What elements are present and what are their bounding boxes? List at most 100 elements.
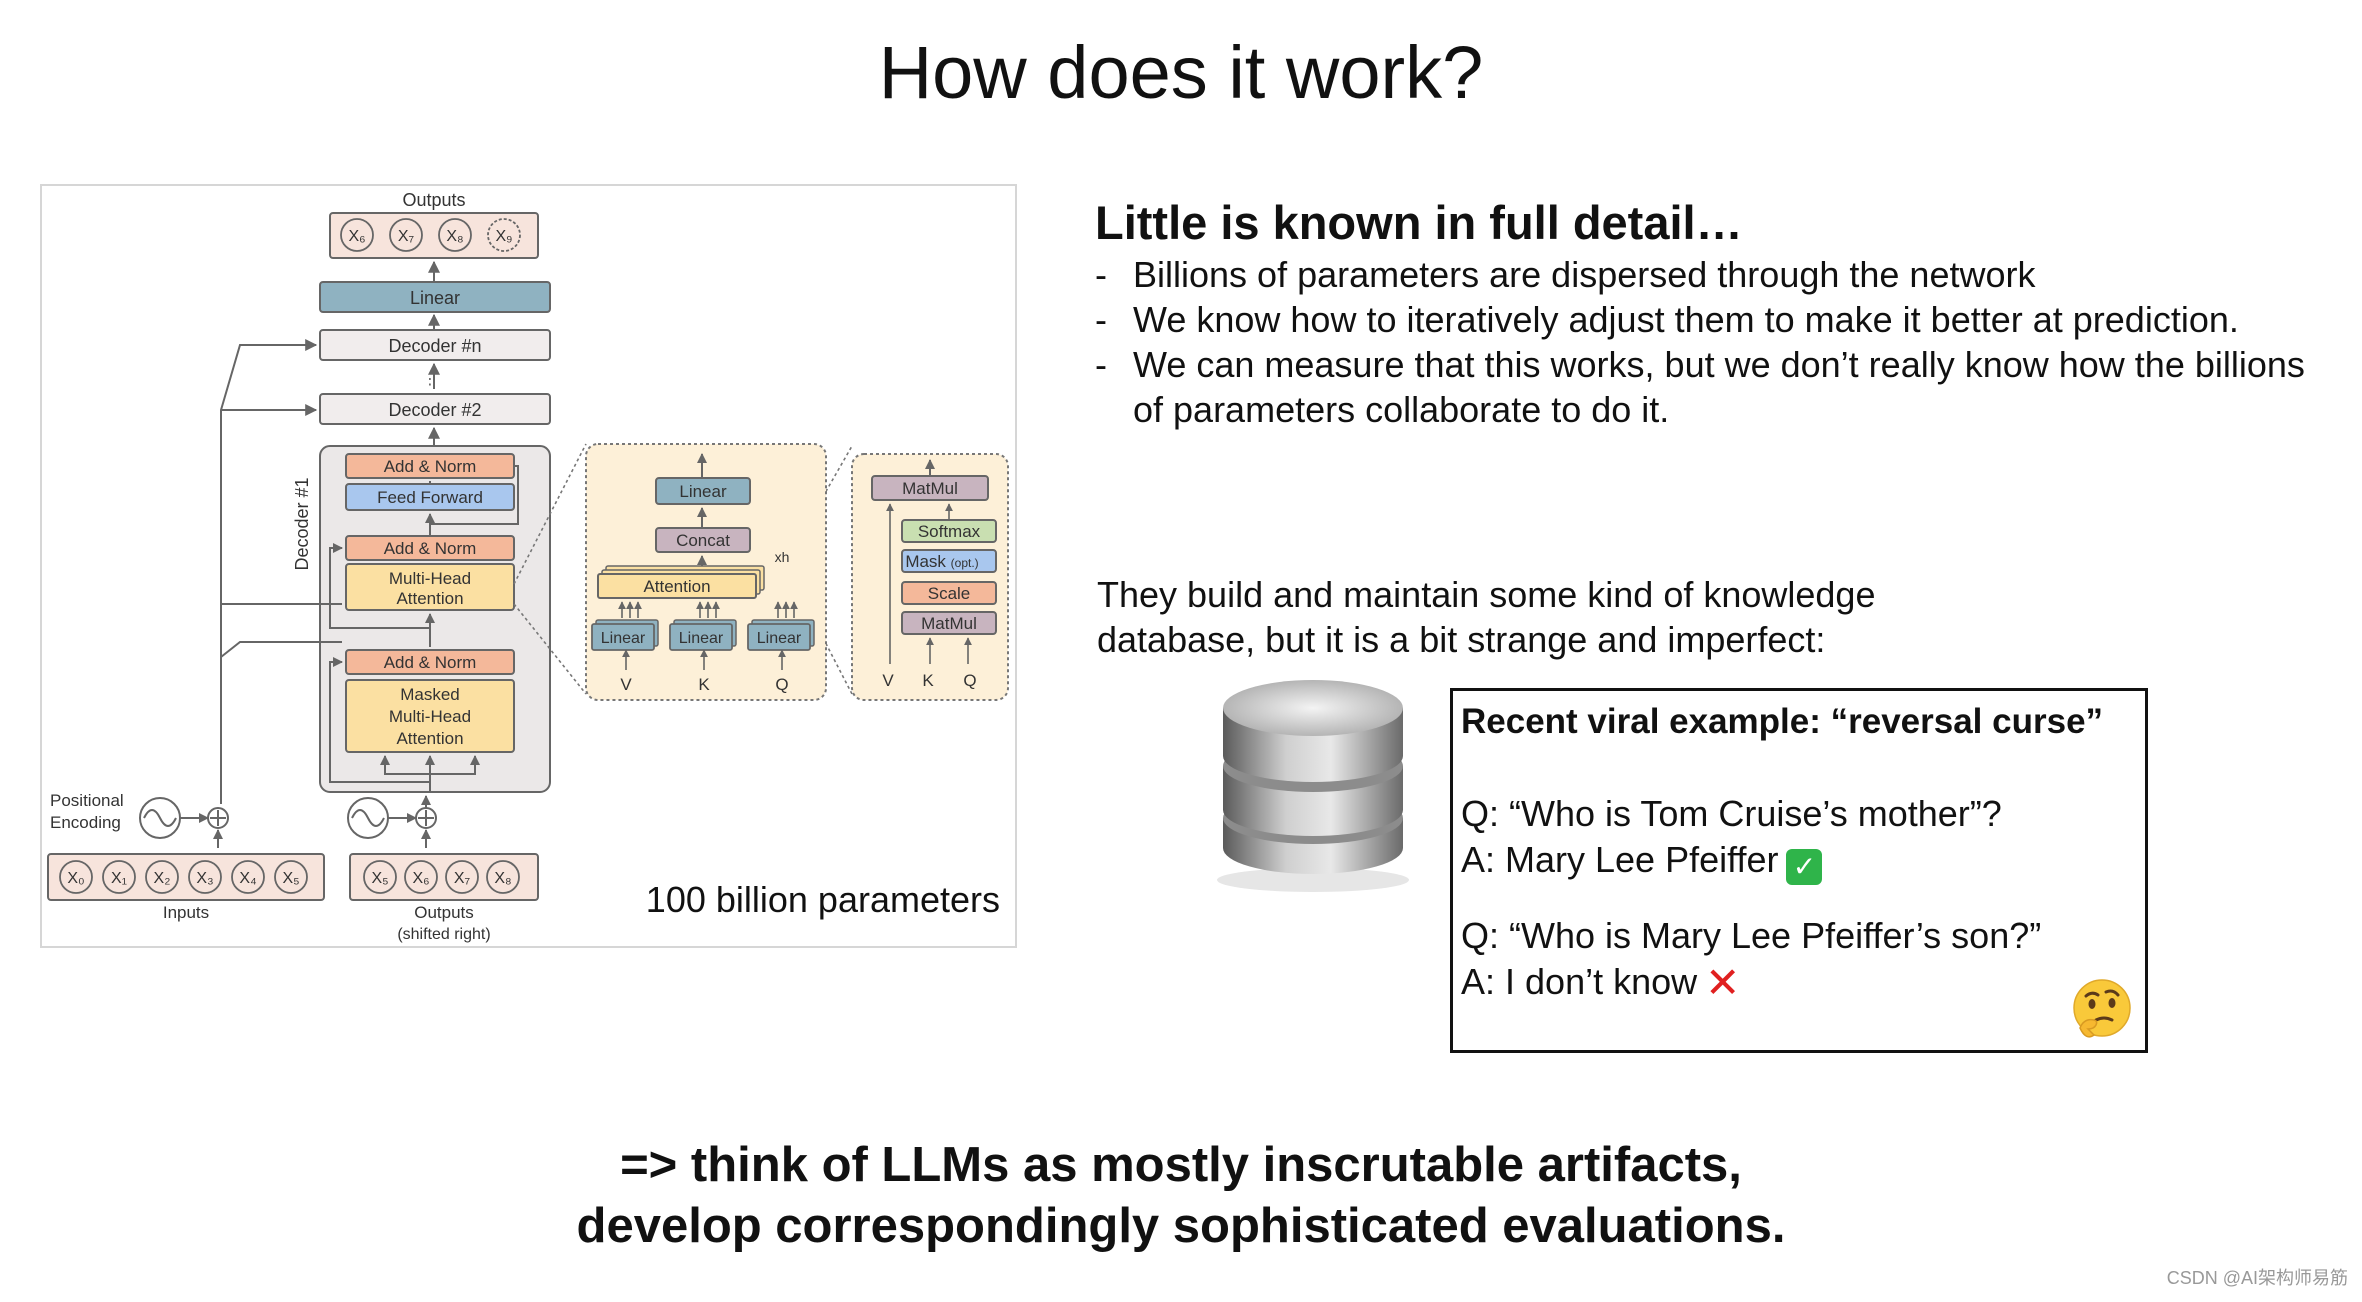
- add-norm-label-1: Add & Norm: [384, 653, 477, 672]
- bullet-item: -We know how to iteratively adjust them …: [1095, 297, 2335, 342]
- add-norm-label-2: Add & Norm: [384, 539, 477, 558]
- residual-connections: [329, 465, 519, 783]
- conclusion-line-1: => think of LLMs as mostly inscrutable a…: [620, 1138, 1742, 1192]
- mha-concat-label: Concat: [676, 531, 730, 550]
- mha-attention-stack: [597, 565, 765, 599]
- add-norm-block-1: [345, 649, 515, 675]
- sdp-matmul-bottom-label: MatMul: [921, 614, 977, 633]
- mha-linear-k-label: Linear: [679, 630, 724, 647]
- bullet-text: Billions of parameters are dispersed thr…: [1133, 254, 2036, 295]
- sdp-matmul-top-block: [871, 475, 989, 501]
- input-token-x2: X₂: [154, 870, 171, 887]
- bullet-marker: -: [1095, 299, 1107, 340]
- slide-title: How does it work?: [878, 31, 1484, 114]
- answer-2: A: I don’t know✕: [1461, 959, 2145, 1005]
- bullet-text: We can measure that this works, but we d…: [1133, 344, 2305, 430]
- input-token-x3: X₃: [196, 870, 213, 887]
- mha-arrows: [618, 601, 798, 670]
- masked-attention-input-arrows: [380, 755, 480, 792]
- positional-label-1: Positional: [50, 791, 124, 810]
- decoder-2-label: Decoder #2: [388, 400, 481, 420]
- sdp-matmul-bottom-block: [901, 611, 997, 635]
- sdp-q-label: Q: [963, 671, 976, 690]
- output-token-x8: X₈: [494, 870, 511, 887]
- skip-arrows: [220, 339, 342, 804]
- conclusion-line-2: develop correspondingly sophisticated ev…: [576, 1199, 1786, 1253]
- bullet-text: We know how to iteratively adjust them t…: [1133, 299, 2239, 340]
- check-mark-icon: ✓: [1786, 849, 1823, 885]
- outputs-shifted-label: (shifted right): [397, 926, 490, 943]
- bullet-list: -Billions of parameters are dispersed th…: [1095, 252, 2335, 432]
- input-token-x1: X₁: [111, 870, 127, 887]
- watermark: CSDN @AI架构师易筋: [2166, 1268, 2348, 1288]
- bullet-item: -Billions of parameters are dispersed th…: [1095, 252, 2335, 297]
- mha-attention-label: Attention: [643, 577, 710, 596]
- output-token-row: X₅ X₆ X₇ X₈: [363, 860, 520, 894]
- answer-1: A: Mary Lee Pfeiffer✓: [1461, 837, 2145, 885]
- decoder-n-block: [319, 329, 551, 361]
- feed-forward-block: [345, 483, 515, 511]
- mha-q-label: Q: [775, 675, 788, 694]
- positional-encoding-icon: [139, 797, 229, 848]
- bullet-marker: -: [1095, 254, 1107, 295]
- knowledge-database-text: They build and maintain some kind of kno…: [1097, 574, 1876, 660]
- add-norm-label-3: Add & Norm: [384, 457, 477, 476]
- cross-mark-icon: ✕: [1705, 959, 1741, 1006]
- mha-linear-stacks: [591, 619, 815, 651]
- database-icon: [1217, 680, 1409, 892]
- outputs-bottom-label: Outputs: [414, 903, 474, 922]
- conclusion-text: => think of LLMs as mostly inscrutable a…: [0, 1135, 2362, 1257]
- multi-head-attention-block: [345, 563, 515, 611]
- masked-label-2: Multi-Head: [389, 707, 471, 726]
- parameter-count-label: 100 billion parameters: [646, 879, 1000, 920]
- decoder-2-block: [319, 393, 551, 425]
- sdp-matmul-top-label: MatMul: [902, 479, 958, 498]
- add-norm-block-2: [345, 535, 515, 561]
- multi-head-label-2: Attention: [396, 589, 463, 608]
- input-token-x5: X₅: [282, 870, 299, 887]
- sdp-k-label: K: [922, 671, 934, 690]
- multi-head-label-1: Multi-Head: [389, 569, 471, 588]
- mha-v-label: V: [620, 675, 632, 694]
- linear-label: Linear: [410, 288, 460, 308]
- output-token-x6: X₆: [412, 870, 429, 887]
- thinking-face-icon: [2073, 979, 2131, 1038]
- decoder-n-label: Decoder #n: [388, 336, 481, 356]
- sdp-scale-block: [901, 581, 997, 605]
- sdp-mask-opt-text: (opt.): [951, 556, 979, 570]
- sdp-mask-block: [901, 549, 997, 573]
- mha-linear-q-label: Linear: [757, 630, 802, 647]
- mha-xh-label: xh: [775, 549, 790, 565]
- mha-linear-v-label: Linear: [601, 630, 646, 647]
- top-token-row: X₆ X₇ X₈ X₉: [340, 218, 521, 252]
- outputs-top-label: Outputs: [402, 190, 465, 210]
- mha-linear-label: Linear: [679, 482, 727, 501]
- masked-attention-block: [345, 679, 515, 753]
- sdp-scale-label: Scale: [928, 584, 971, 603]
- bullet-item: -We can measure that this works, but we …: [1095, 342, 2335, 432]
- output-token-x5: X₅: [371, 870, 388, 887]
- top-token-x8: X₈: [446, 228, 463, 245]
- decoder-ellipsis: ⋮: [422, 371, 438, 388]
- answer-1-text: A: Mary Lee Pfeiffer: [1461, 839, 1779, 880]
- bullet-marker: -: [1095, 344, 1107, 385]
- section-heading: Little is known in full detail…: [1095, 196, 1743, 249]
- example-title: Recent viral example: “reversal curse”: [1461, 702, 2104, 741]
- top-token-x7: X₇: [398, 228, 414, 245]
- positional-encoding-icon-2: [347, 795, 437, 848]
- question-1: Q: “Who is Tom Cruise’s mother”?: [1461, 793, 2002, 834]
- feed-forward-label: Feed Forward: [377, 488, 483, 507]
- reversal-curse-example-box: Recent viral example: “reversal curse” Q…: [1450, 688, 2148, 1053]
- top-token-x6: X₆: [348, 228, 365, 245]
- mha-concat-block: [655, 527, 751, 553]
- input-token-row: X₀ X₁ X₂ X₃ X₄ X₅: [59, 860, 308, 894]
- top-token-box: [329, 212, 539, 259]
- top-token-x9: X₉: [495, 228, 512, 245]
- input-token-x4: X₄: [239, 870, 256, 887]
- sdp-mask-label: Mask (opt.): [905, 552, 978, 571]
- transformer-architecture-diagram: Outputs X₆ X₇ X₈ X₉ Linear Decoder #n ⋮ …: [40, 184, 1017, 948]
- inputs-label: Inputs: [163, 903, 209, 922]
- positional-label-2: Encoding: [50, 813, 121, 832]
- sdp-v-label: V: [882, 671, 894, 690]
- mha-k-label: K: [698, 675, 710, 694]
